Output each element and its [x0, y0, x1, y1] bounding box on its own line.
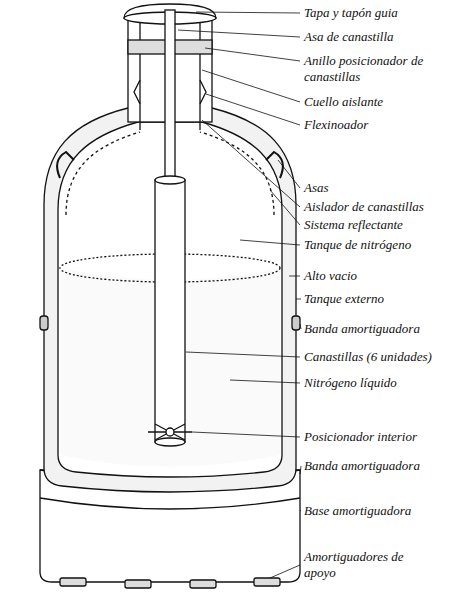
part-label: Anillo posicionador de canastillas	[303, 53, 427, 85]
canister	[155, 180, 185, 442]
support-pad	[125, 580, 151, 588]
shock-band	[40, 316, 48, 330]
part-label: Asas	[303, 180, 330, 196]
base-band	[40, 498, 300, 509]
part-label: Nitrógeno líquido	[303, 375, 398, 391]
part-label: Flexinoador	[303, 117, 369, 133]
reflective-layer	[66, 132, 140, 215]
part-label: Tanque de nitrógeno	[303, 237, 412, 253]
flexinoador	[200, 80, 206, 104]
leader-lines	[178, 12, 301, 578]
part-label: Tapa y tapón guia	[303, 5, 399, 21]
handle	[266, 152, 283, 178]
support-pad	[60, 578, 86, 586]
handle	[57, 152, 74, 178]
neck-wall	[139, 18, 140, 130]
part-label: Posicionador interior	[303, 429, 418, 445]
part-label: Aislador de canastillas	[303, 199, 425, 215]
part-label: Canastillas (6 unidades)	[303, 349, 433, 365]
part-label: Banda amortiguadora	[303, 321, 421, 337]
part-label: Base amortiguadora	[303, 503, 412, 519]
part-label: Alto vacio	[303, 268, 358, 284]
support-pad	[254, 578, 280, 586]
support-pad	[190, 580, 216, 588]
canister-top	[155, 176, 185, 184]
part-label: Tanque externo	[303, 291, 385, 307]
reflective-layer	[200, 132, 274, 215]
part-label: Banda amortiguadora	[303, 458, 421, 474]
part-label: Asa de canastilla	[303, 29, 395, 45]
shock-band	[292, 316, 300, 330]
part-label: Sistema reflectante	[303, 217, 404, 233]
part-label: Cuello aislante	[303, 94, 384, 110]
neck-wall	[199, 18, 200, 130]
canister-bottom	[155, 438, 185, 446]
flexinoador	[134, 80, 140, 104]
tank-drawing	[40, 4, 300, 588]
inner-positioner	[148, 424, 192, 440]
part-label: Amortiguadores de apoyo	[303, 549, 417, 581]
